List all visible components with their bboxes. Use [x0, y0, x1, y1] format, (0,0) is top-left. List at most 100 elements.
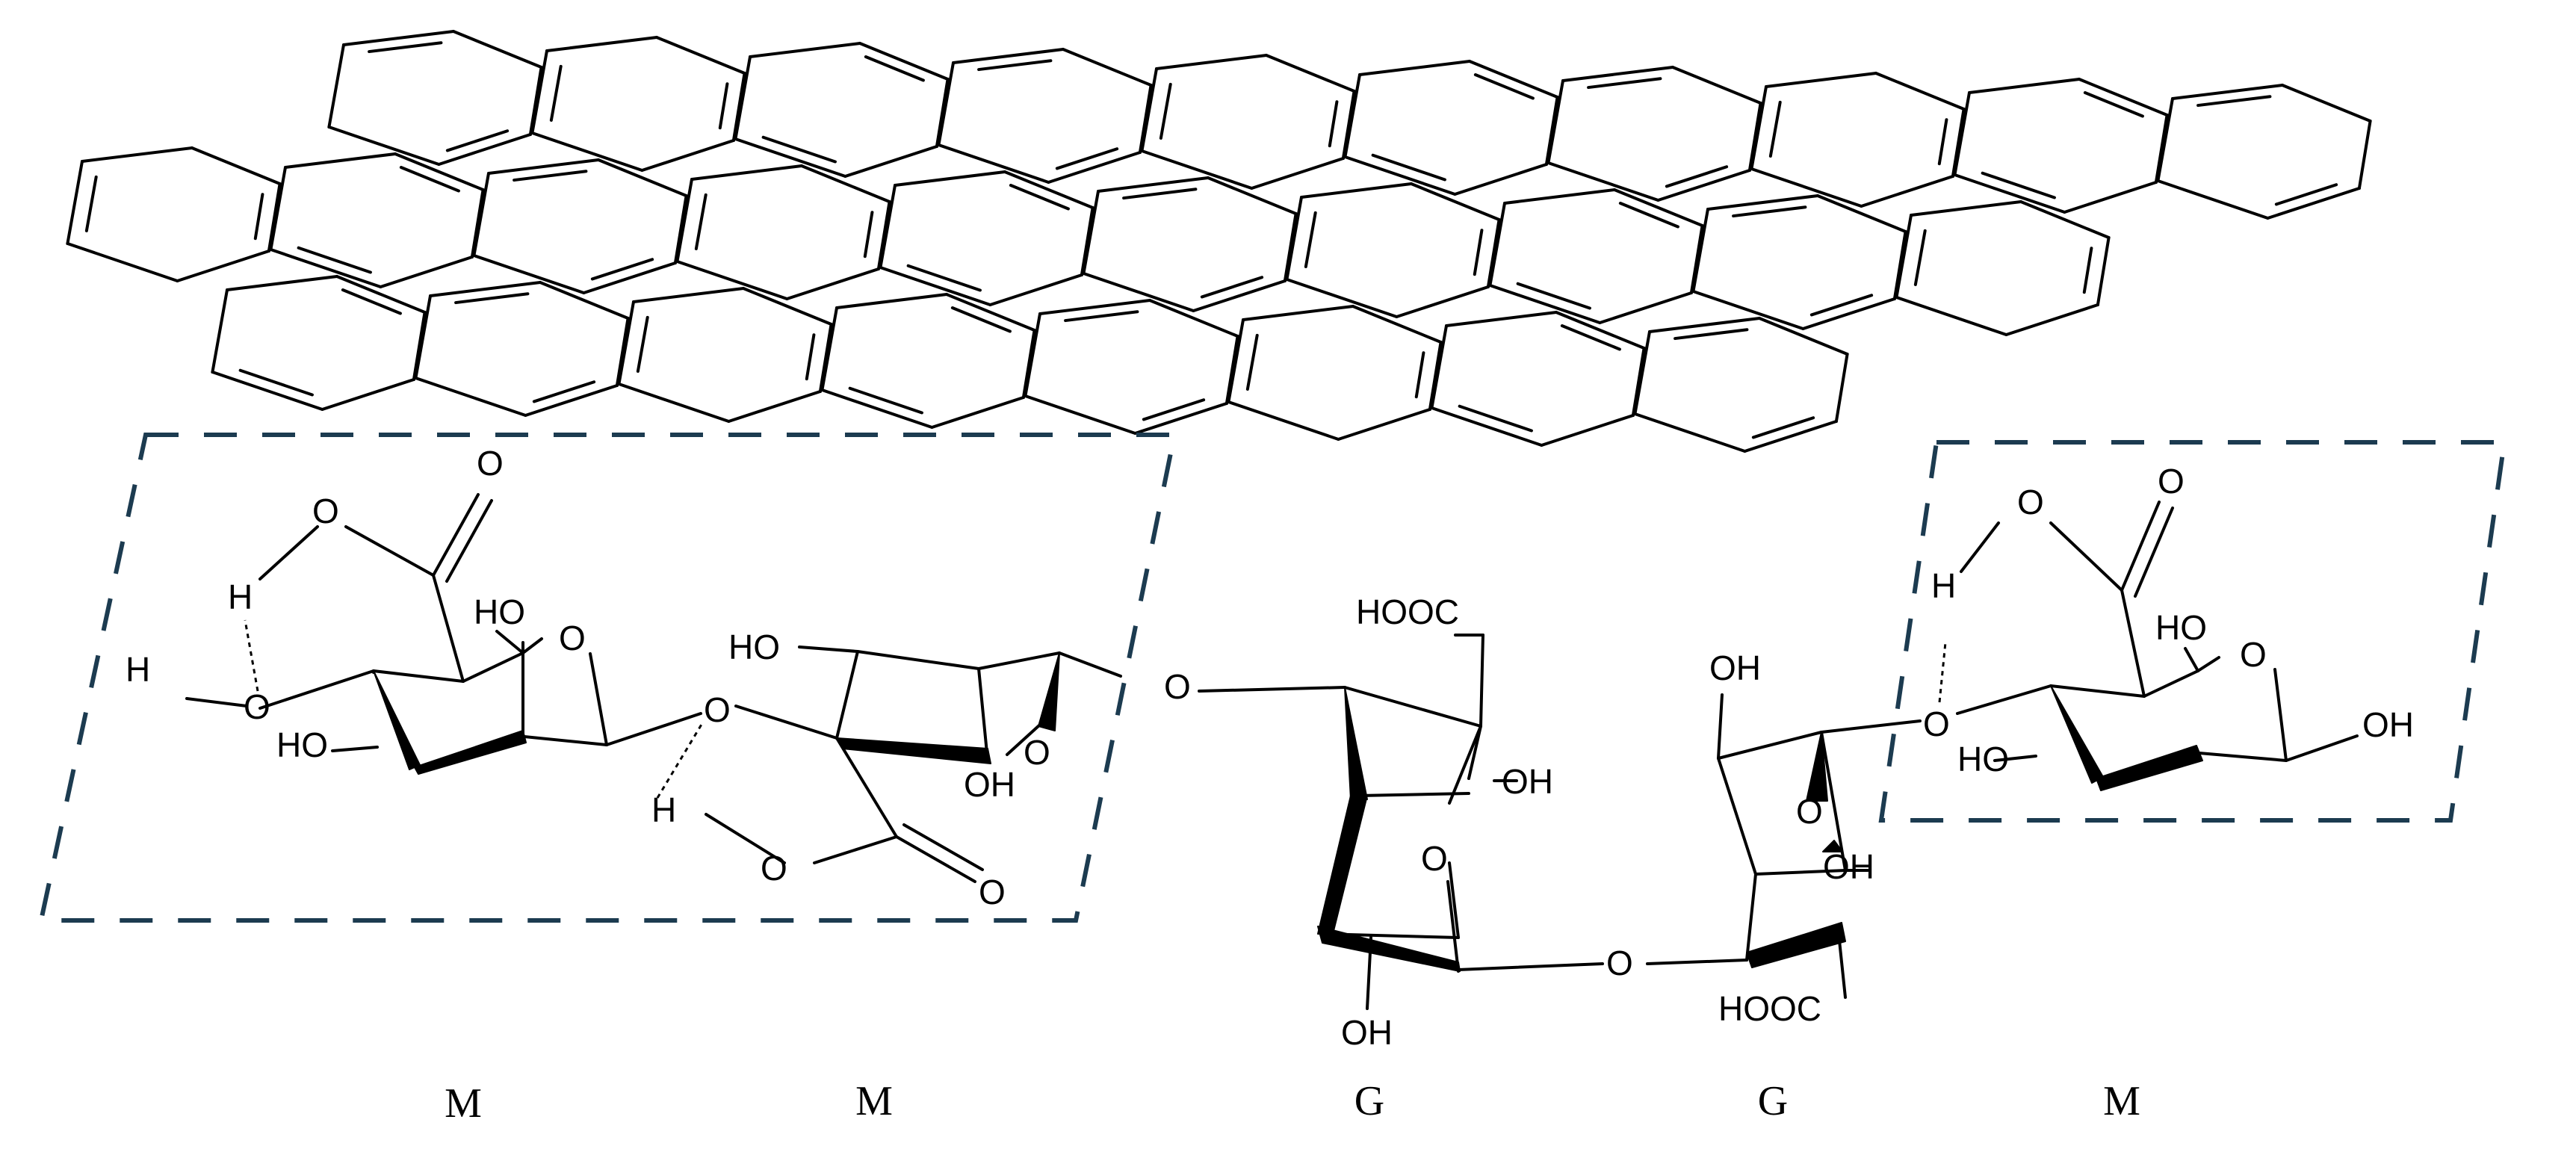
sheet-double-bond: [532, 380, 596, 403]
sheet-bond: [269, 248, 383, 288]
sheet-double-bond: [2196, 95, 2272, 108]
sheet-double-bond: [84, 175, 98, 232]
sheet-double-bond: [1768, 100, 1782, 158]
sheet-bond: [342, 30, 455, 46]
sheet-bond: [935, 78, 950, 148]
sheet-bond: [1285, 196, 1303, 281]
sheet-double-bond: [1200, 276, 1264, 299]
sheet-bond: [1892, 230, 1907, 300]
sheet-double-bond: [1064, 310, 1139, 323]
sheet-bond: [617, 300, 635, 386]
sheet-bond: [414, 294, 432, 380]
sheet-bond: [1503, 188, 1616, 205]
sheet-bond: [530, 49, 548, 134]
sheet-double-bond: [1751, 416, 1815, 439]
unit-label: M: [445, 1080, 482, 1127]
sheet-double-bond: [2274, 183, 2338, 206]
sheet-bond: [1691, 208, 1709, 293]
sheet-bond: [785, 267, 880, 300]
atom-label: HO: [474, 592, 525, 631]
sheet-bond: [1968, 78, 2081, 94]
sheet-double-bond: [950, 306, 1012, 333]
sheet-bond: [1874, 72, 1966, 111]
sheet-bond: [1895, 214, 1913, 299]
sheet-bond: [1062, 48, 1153, 87]
sheet-double-bond: [1414, 351, 1425, 399]
sheet-bond: [615, 317, 630, 387]
sheet-bond: [1758, 317, 1849, 356]
atom-label: O: [559, 619, 586, 657]
sheet-bond: [1250, 157, 1345, 190]
sheet-bond: [452, 30, 543, 69]
atom-label: HO: [276, 725, 328, 764]
sheet-bond: [1631, 347, 1646, 417]
sheet-bond: [1140, 149, 1254, 190]
sheet-bond: [1453, 163, 1548, 196]
atom-label: O: [2158, 462, 2185, 501]
sheet-double-bond: [368, 41, 443, 54]
sheet-double-bond: [513, 170, 588, 182]
sheet-double-bond: [2082, 247, 2093, 294]
sheet-bond: [321, 378, 415, 411]
sheet-bond: [734, 137, 847, 178]
sheet-bond: [1544, 96, 1559, 166]
sheet-bond: [2266, 187, 2361, 220]
atom-label: OH: [1823, 847, 1874, 886]
sheet-bond: [1951, 108, 1966, 178]
sheet-double-bond: [636, 315, 649, 373]
sheet-bond: [617, 383, 731, 423]
sheet-bond: [2357, 120, 2372, 190]
sheet-bond: [820, 306, 838, 391]
sheet-double-bond: [445, 129, 510, 152]
left-highlight-box: [38, 433, 1177, 923]
sheet-bond: [66, 160, 84, 245]
sheet-bond: [727, 390, 822, 423]
sheet-bond: [690, 164, 803, 181]
atom-label: HOOC: [1718, 989, 1821, 1028]
sugar-unit-m2: [656, 645, 1122, 883]
sheet-bond: [81, 146, 193, 163]
sheet-bond: [1486, 218, 1501, 288]
atom-label: O: [1024, 733, 1050, 772]
sheet-double-bond: [694, 193, 708, 250]
sheet-bond: [1080, 206, 1095, 276]
sheet-double-bond: [1371, 153, 1446, 182]
sheet-bond: [818, 323, 833, 393]
sheet-bond: [335, 275, 427, 314]
sheet-bond: [1555, 311, 1646, 350]
atom-label: HO: [728, 628, 780, 666]
sheet-bond: [749, 42, 861, 58]
atom-label: O: [2017, 483, 2044, 521]
sheet-bond: [2096, 236, 2111, 306]
sheet-bond: [269, 166, 287, 251]
sheet-bond: [1082, 272, 1195, 312]
sheet-double-bond: [1937, 118, 1948, 166]
sheet-bond: [1540, 414, 1635, 447]
sheet-bond: [800, 164, 891, 203]
sheet-bond: [937, 61, 955, 146]
sheet-bond: [66, 242, 179, 282]
sheet-bond: [1224, 335, 1239, 405]
sheet-bond: [835, 293, 948, 309]
atom-labels: O O H H O HO O HO O HO O OH H O O O HOOC…: [126, 444, 2414, 1052]
sheet-bond: [530, 131, 644, 172]
sheet-bond: [267, 182, 282, 253]
sheet-bond: [1706, 194, 1819, 211]
sheet-bond: [1410, 182, 1501, 221]
sheet-bond: [1265, 54, 1356, 93]
sheet-double-bond: [1587, 77, 1662, 90]
sheet-double-bond: [454, 292, 530, 305]
sheet-bond: [1895, 296, 2008, 336]
atom-label: H: [228, 578, 253, 616]
sheet-bond: [1468, 60, 1559, 99]
sheet-bond: [1148, 299, 1239, 338]
sheet-bond: [327, 43, 345, 129]
sheet-bond: [2078, 78, 2169, 117]
sheet-bond: [952, 48, 1065, 64]
sheet-bond: [1343, 73, 1361, 158]
unit-captions: M M G G M: [445, 1078, 2140, 1127]
sheet-double-bond: [805, 333, 816, 381]
sheet-bond: [1283, 212, 1298, 282]
sheet-bond: [472, 172, 490, 257]
